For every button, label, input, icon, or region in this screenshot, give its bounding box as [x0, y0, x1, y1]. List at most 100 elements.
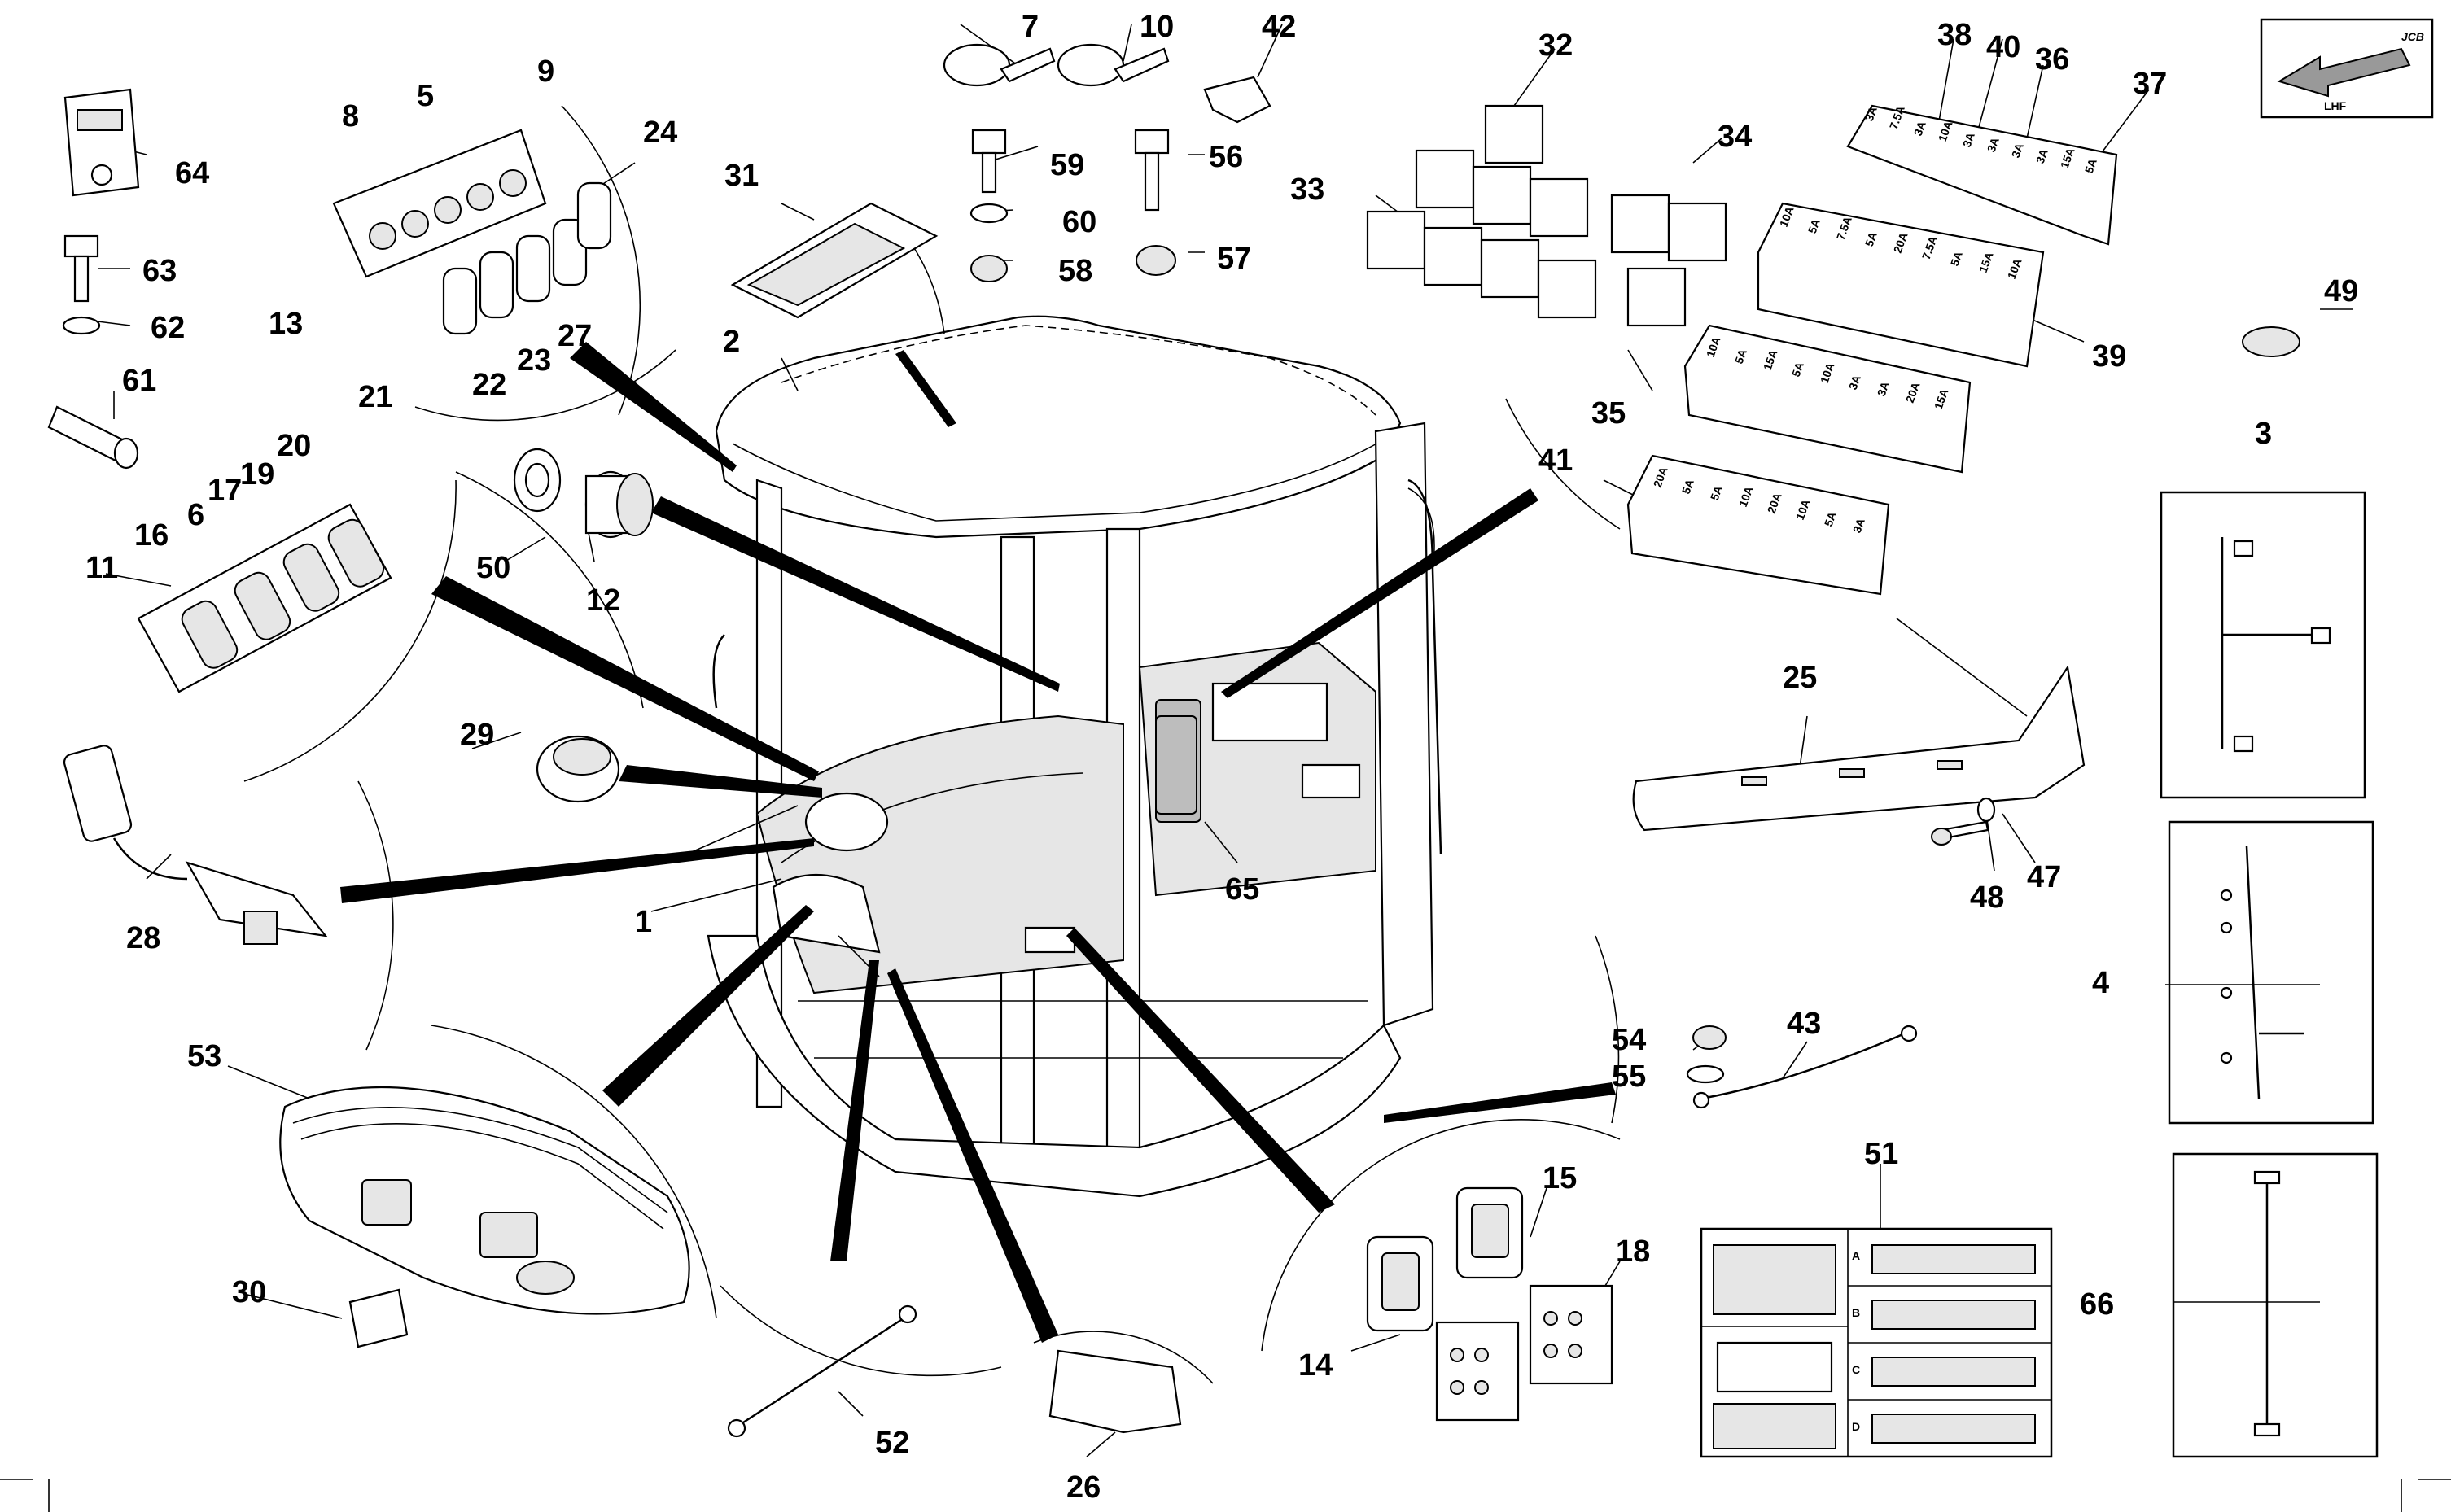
part-57-nut: [1136, 245, 1176, 276]
callout-48: 48: [1970, 881, 2004, 915]
callout-62: 62: [151, 311, 185, 345]
part-61-pin: [47, 405, 139, 470]
part-18-connectors: [1435, 1284, 1613, 1422]
callout-22: 22: [472, 368, 506, 402]
callout-63: 63: [142, 254, 177, 288]
callout-2: 2: [723, 325, 740, 359]
callout-30: 30: [232, 1275, 266, 1309]
callout-7: 7: [1022, 10, 1039, 44]
callout-40: 40: [1986, 30, 2020, 64]
fuse-40-4: 5A: [1789, 361, 1806, 378]
fuse-39-7: 5A: [1948, 250, 1965, 268]
callout-13: 13: [269, 307, 303, 341]
part-62-washer: [62, 316, 101, 335]
part-15-switch-housing: [1455, 1186, 1524, 1279]
callout-11: 11: [85, 551, 118, 585]
callout-34: 34: [1718, 120, 1752, 154]
callout-9: 9: [537, 55, 554, 89]
callout-49: 49: [2324, 274, 2358, 308]
fuse-38-6: 3A: [1985, 136, 2002, 154]
callout-12: 12: [586, 583, 620, 618]
callout-52: 52: [875, 1426, 909, 1460]
callout-61: 61: [122, 364, 156, 398]
direction-indicator: JCB LHF: [2260, 18, 2434, 119]
callout-23: 23: [517, 343, 551, 378]
fuse-41-3: 5A: [1708, 484, 1725, 502]
callout-15: 15: [1543, 1161, 1577, 1195]
callout-38: 38: [1937, 18, 1972, 52]
callout-16: 16: [134, 518, 169, 553]
part-switch-block: [332, 129, 547, 278]
part-42-clip: [1203, 76, 1271, 124]
callout-58: 58: [1058, 254, 1092, 288]
fuse-row-40: 10A 5A 15A 5A 10A 3A 3A 20A 15A: [1683, 324, 1972, 474]
part-64-bracket: [63, 88, 140, 197]
part-12-plug: [584, 470, 654, 539]
label-section-a: A: [1852, 1249, 1860, 1262]
part-4-harness: [2168, 820, 2374, 1125]
callout-35: 35: [1591, 396, 1626, 430]
callout-17: 17: [208, 474, 242, 508]
fuse-39-4: 5A: [1862, 230, 1880, 248]
callout-25: 25: [1783, 661, 1817, 695]
fuse-40-6: 3A: [1846, 374, 1863, 391]
callout-56: 56: [1209, 140, 1243, 174]
callout-28: 28: [126, 921, 160, 955]
part-66-harness: [2172, 1152, 2379, 1458]
part-relays: [1366, 104, 1727, 327]
part-60-washer: [969, 203, 1009, 224]
callout-43: 43: [1787, 1007, 1821, 1041]
callout-24: 24: [643, 116, 677, 150]
label-section-c: C: [1852, 1363, 1860, 1376]
part-25-bracket: [1632, 665, 2086, 832]
fuse-row-39: 10A 5A 7.5A 5A 20A 7.5A 5A 15A 10A: [1757, 202, 2045, 368]
part-29-ignition-switch: [536, 735, 620, 803]
fuse-40-2: 5A: [1732, 347, 1749, 365]
callout-5: 5: [417, 79, 434, 113]
callout-3: 3: [2255, 417, 2272, 451]
callout-42: 42: [1262, 10, 1296, 44]
callout-55: 55: [1612, 1060, 1646, 1094]
part-7-cable-tie: [943, 43, 1056, 87]
callout-10: 10: [1140, 10, 1174, 44]
callout-60: 60: [1062, 205, 1096, 239]
part-50-grommet: [513, 448, 562, 513]
leader-lines: [97, 24, 2353, 1457]
callout-64: 64: [175, 156, 209, 190]
fuse-39-2: 5A: [1805, 217, 1823, 235]
callout-39: 39: [2092, 339, 2126, 374]
part-31-cover: [730, 202, 939, 319]
callout-19: 19: [240, 457, 274, 492]
jcb-logo: JCB: [2401, 30, 2424, 43]
callout-20: 20: [277, 429, 311, 463]
part-14-switch-housing: [1366, 1235, 1434, 1332]
callout-66: 66: [2080, 1287, 2114, 1322]
cab-frame: [707, 315, 1442, 1198]
callout-21: 21: [358, 380, 392, 414]
callout-50: 50: [476, 551, 510, 585]
fuse-41-2: 5A: [1679, 478, 1696, 496]
callout-59: 59: [1050, 148, 1084, 182]
label-section-d: D: [1852, 1420, 1860, 1433]
callout-54: 54: [1612, 1023, 1646, 1057]
part-52-earth-wire: [727, 1304, 917, 1438]
callout-33: 33: [1290, 173, 1324, 207]
callout-65: 65: [1225, 872, 1259, 907]
callout-53: 53: [187, 1039, 221, 1073]
crop-marks: [0, 1479, 2451, 1512]
fuse-41-8: 3A: [1850, 517, 1867, 535]
part-26-bracket: [1048, 1349, 1182, 1434]
part-51-label-sheet: A B C D: [1700, 1227, 2053, 1458]
part-58-nut: [970, 255, 1008, 282]
callout-26: 26: [1066, 1470, 1101, 1505]
label-section-b: B: [1852, 1306, 1860, 1319]
fuse-row-top: 3A 7.5A 3A 10A 3A 3A 3A 3A 15A 5A: [1846, 104, 2118, 246]
part-54-nut: [1692, 1025, 1727, 1050]
fuse-41-7: 5A: [1822, 510, 1839, 528]
part-28-column-switch: [63, 745, 328, 945]
part-30-switch: [348, 1288, 409, 1348]
fuse-38-1: 3A: [1862, 105, 1880, 123]
callout-14: 14: [1298, 1348, 1333, 1383]
fuse-38-10: 5A: [2082, 157, 2099, 175]
